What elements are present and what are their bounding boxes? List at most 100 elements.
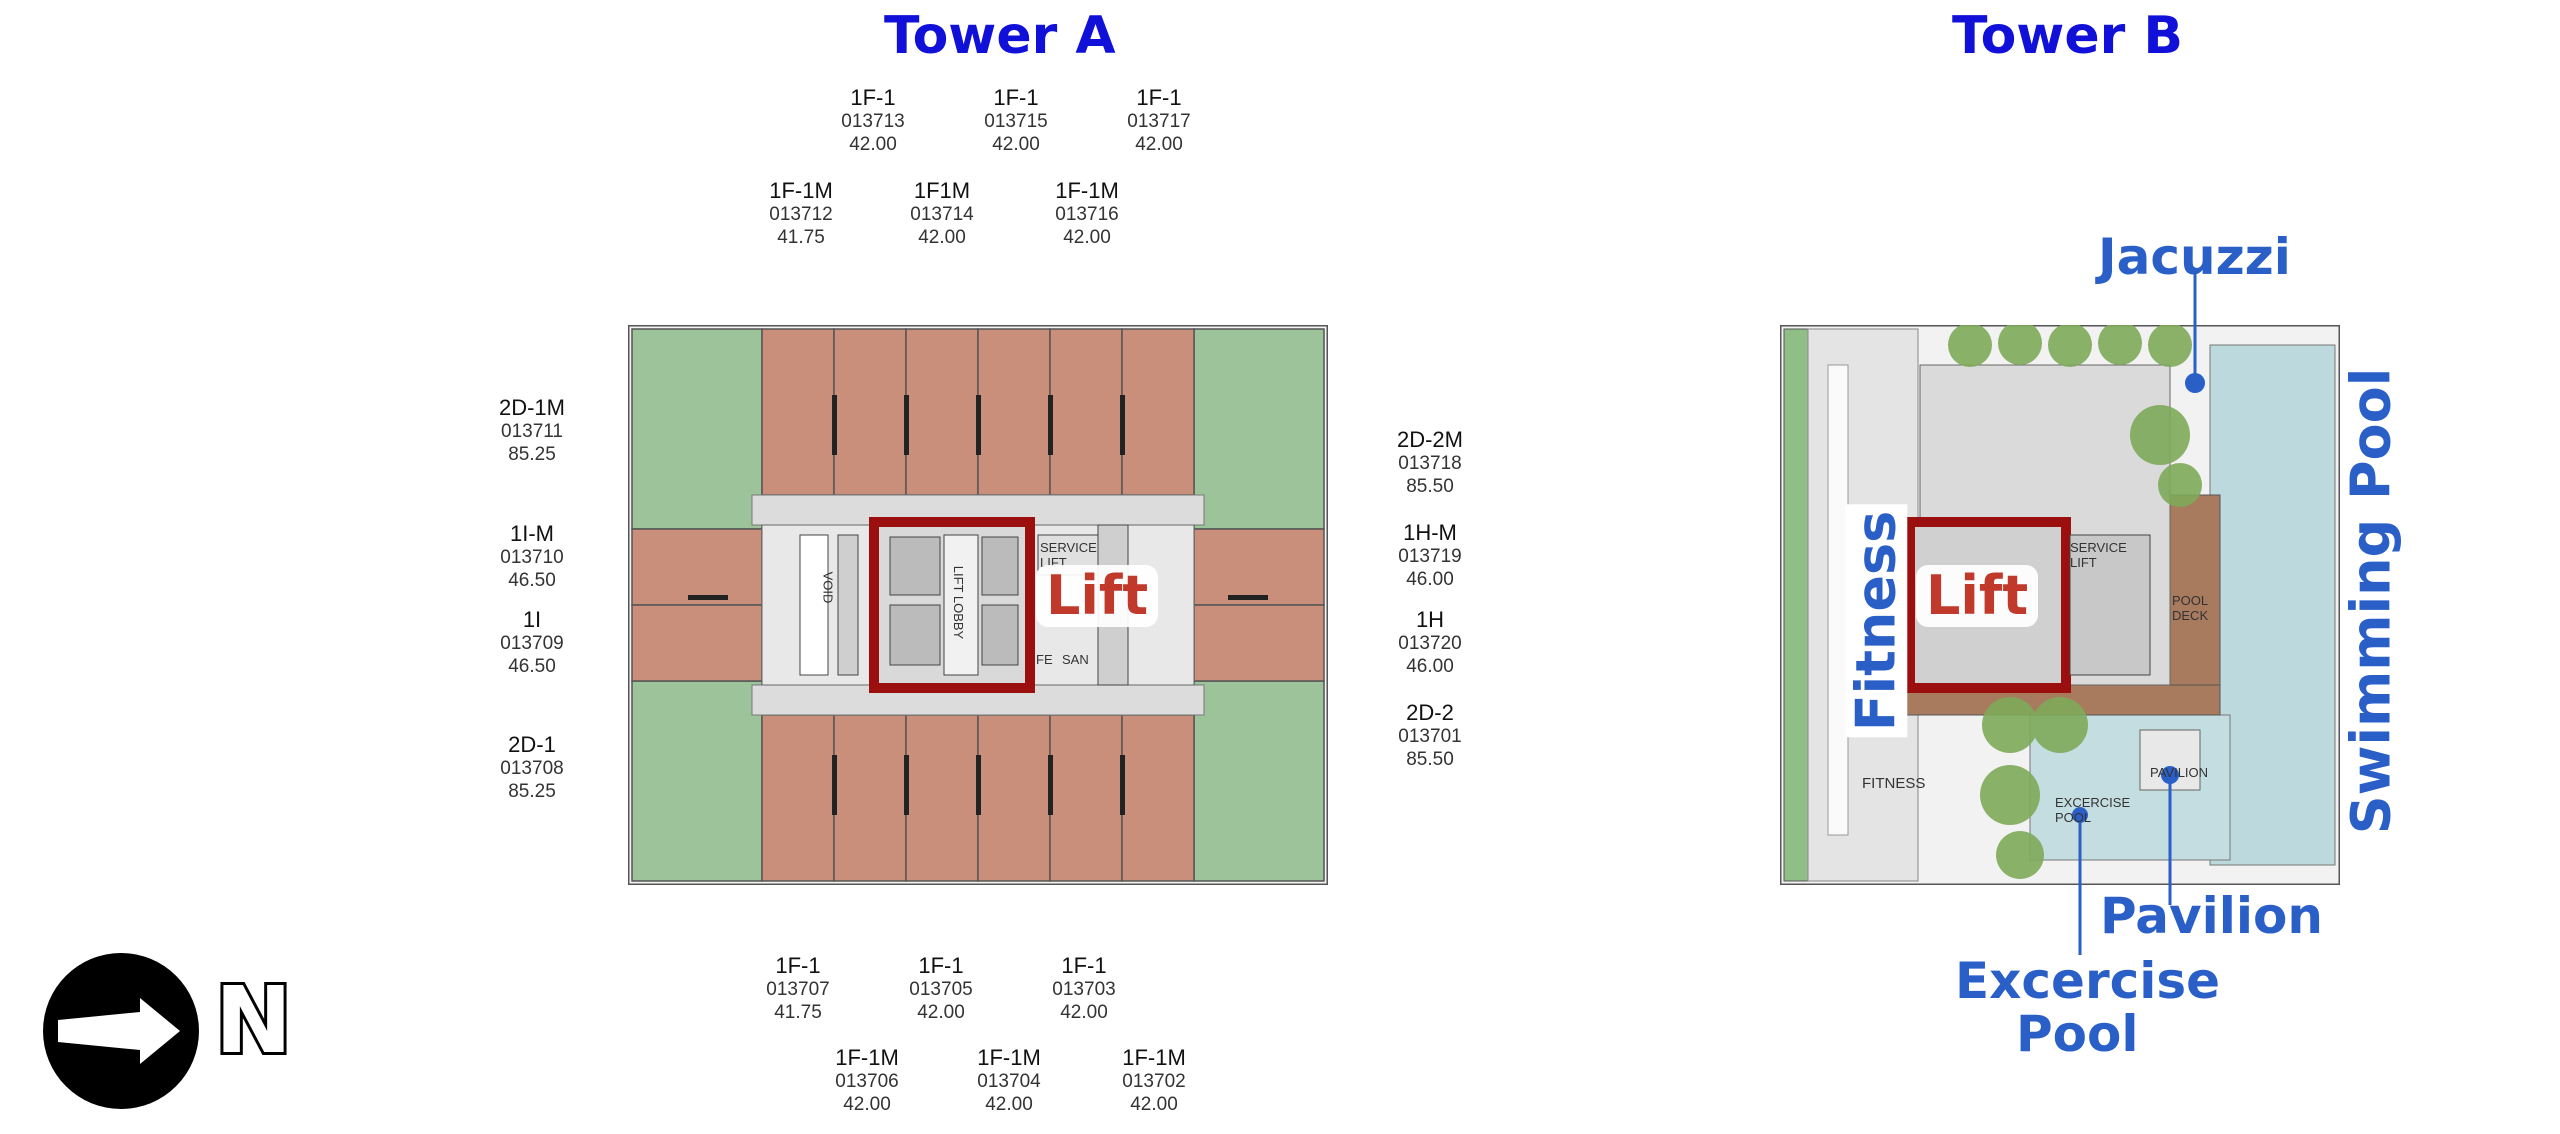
unit-code: 013717 [1127,111,1191,133]
tower-b-title: Tower B [1952,6,2183,66]
unit-2d-2-plan [1193,680,1325,882]
pavilion-label: Pavilion [2100,887,2323,945]
unit-area: 85.25 [508,444,556,466]
tower-a-lift-label: Lift [1036,565,1159,627]
unit-area: 41.75 [774,1002,822,1024]
swimming-pool-label: Swimming Pool [2339,359,2403,843]
unit-area: 42.00 [1063,227,1111,249]
unit-code: 013720 [1398,633,1462,655]
unit-code: 013715 [984,111,1048,133]
unit-type: 2D-1M [498,395,565,420]
unit-type: 1H-M [1403,520,1457,545]
unit-code: 013704 [977,1071,1041,1093]
swimming-pool-area [2209,344,2336,866]
unit-type: 1F-1M [835,1045,899,1070]
unit-area: 41.75 [777,227,825,249]
unit-area: 42.00 [1130,1094,1178,1116]
unit-code: 013706 [835,1071,899,1093]
unit-2d-1m-plan [631,328,763,530]
tower-a-san-label: SAN [1062,652,1089,667]
unit-area: 42.00 [918,227,966,249]
fitness-label: Fitness [1844,504,1908,738]
unit-type: 2D-1 [508,732,556,757]
unit-type: 1F-1M [1122,1045,1186,1070]
unit-area: 46.50 [508,570,556,592]
unit-code: 013714 [910,204,974,226]
tower-a-void-label: VOID [820,571,836,604]
unit-area: 42.00 [843,1094,891,1116]
unit-type: 1F1M [913,178,971,203]
unit-type: 1I [522,607,542,632]
unit-type: 1F-1 [850,85,896,110]
unit-type: 1F-1 [1136,85,1182,110]
unit-type: 1F-1 [993,85,1039,110]
tower-b-service-lift-label: SERVICE LIFT [2070,540,2127,570]
tower-b-exercise-pool-plan-label: EXCERCISE POOL [2055,795,2131,825]
unit-type: 1I-M [510,521,554,546]
unit-area: 42.00 [985,1094,1033,1116]
unit-type: 1F-1 [1061,953,1107,978]
unit-code: 013702 [1122,1071,1186,1093]
unit-type: 1F-1 [918,953,964,978]
tower-a-floor-plan [628,325,1328,885]
unit-area: 46.50 [508,656,556,678]
unit-code: 013703 [1052,979,1116,1001]
unit-area: 46.00 [1406,656,1454,678]
unit-area: 42.00 [1135,134,1183,156]
unit-type: 1H [1415,607,1445,632]
unit-area: 46.00 [1406,569,1454,591]
unit-code: 013708 [500,758,564,780]
unit-type: 1F-1M [977,1045,1041,1070]
unit-code: 013711 [501,421,563,443]
unit-code: 013709 [500,633,564,655]
unit-code: 013716 [1055,204,1119,226]
north-label: N [212,967,295,1074]
unit-area: 42.00 [849,134,897,156]
tower-a-fe-label: FE [1036,652,1053,667]
unit-type: 1F-1M [1055,178,1119,203]
exercise-pool-label-line1: Excercise [1955,952,2221,1010]
tower-b-pavilion-plan-label: PAVILION [2150,765,2209,780]
unit-code: 013705 [909,979,973,1001]
unit-area: 85.50 [1406,476,1454,498]
exercise-pool-label-line2: Pool [2016,1005,2139,1063]
unit-type: 2D-2 [1406,700,1454,725]
unit-code: 013710 [500,547,564,569]
unit-area: 85.25 [508,781,556,803]
tower-b-leader-lines [2078,270,2197,955]
north-arrow-icon [43,953,199,1109]
unit-code: 013701 [1398,726,1462,748]
unit-type: 1F-1 [775,953,821,978]
unit-area: 42.00 [917,1002,965,1024]
unit-2d-2m-plan [1193,328,1325,530]
tower-b-fitness-plan-label: FITNESS [1862,775,1926,792]
tower-a-lift-lobby-label: LIFT LOBBY [951,565,967,640]
unit-code: 013707 [766,979,830,1001]
tower-b-pool-deck-label: POOL DECK [2172,593,2209,623]
unit-type: 2D-2M [1396,427,1463,452]
unit-code: 013718 [1398,453,1462,475]
unit-area: 85.50 [1406,749,1454,771]
unit-2d-1-plan [631,680,763,882]
unit-type: 1F-1M [769,178,833,203]
tower-a-title: Tower A [884,6,1116,66]
unit-code: 013713 [841,111,905,133]
